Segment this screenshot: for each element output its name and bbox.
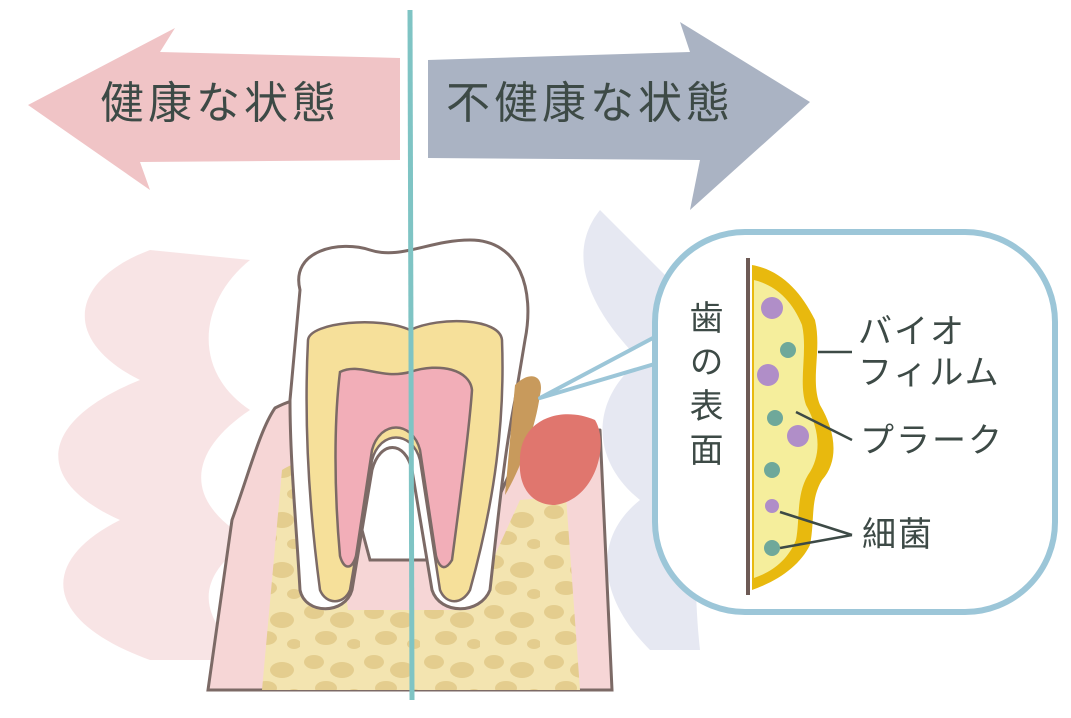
pulp	[334, 366, 474, 569]
healthy-swoosh	[58, 250, 250, 660]
healthy-arrow	[28, 28, 400, 190]
bacteria-purple	[765, 499, 779, 513]
tooth-surface-label: 歯の表面	[683, 300, 723, 476]
bacteria-purple	[787, 425, 809, 447]
unhealthy-state-label: 不健康な状態	[446, 78, 734, 129]
inflamed-gum	[519, 414, 601, 505]
bacteria-teal	[764, 462, 780, 478]
bacteria-teal	[767, 410, 783, 426]
bacteria-purple	[761, 297, 783, 319]
bacteria-leader-1	[779, 510, 853, 537]
bacteria-teal	[764, 540, 780, 556]
alveolar-bone	[262, 463, 580, 690]
unhealthy-arrow	[428, 22, 810, 210]
bacteria-label: 細菌	[862, 515, 934, 555]
biofilm-label-line1: バイオ	[858, 312, 966, 352]
plaque-leader	[795, 410, 853, 442]
biofilm-label-line2: フィルム	[858, 352, 1001, 393]
plaque-label: プラーク	[860, 421, 1004, 461]
bacteria-leader-2	[779, 533, 853, 550]
healthy-state-label: 健康な状態	[100, 78, 340, 129]
bacteria-teal	[780, 342, 796, 358]
divider-line	[407, 9, 415, 701]
tartar	[505, 376, 541, 495]
biofilm-label: バイオ フィルム	[858, 312, 1001, 394]
bacteria-purple	[757, 364, 779, 386]
